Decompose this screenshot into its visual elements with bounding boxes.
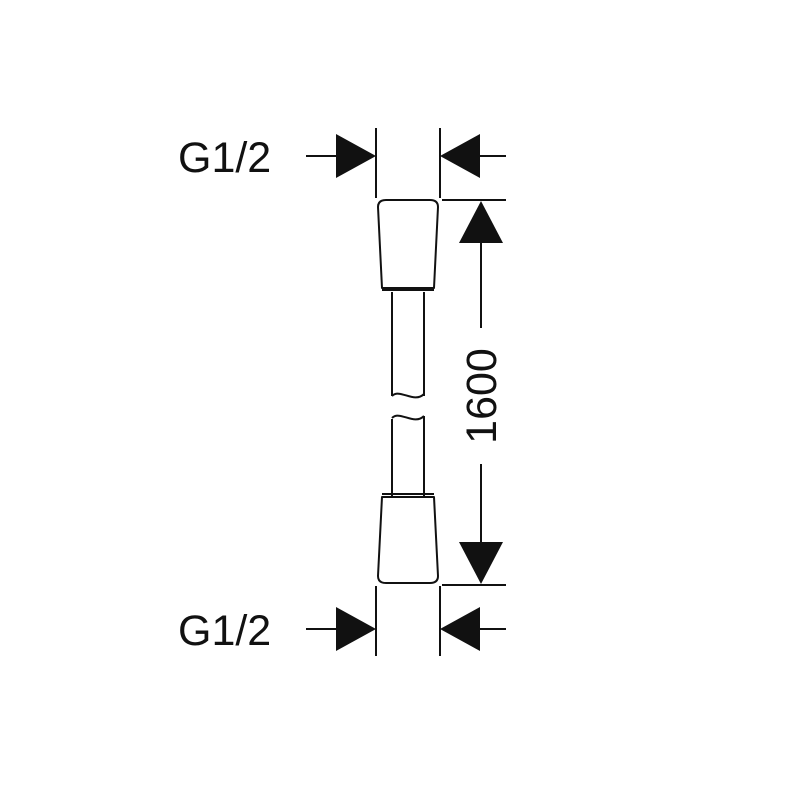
bottom-thread-label: G1/2 — [178, 607, 271, 655]
lower-break-line — [391, 414, 425, 421]
length-label: 1600 — [458, 348, 506, 444]
length-arrow-down-icon — [459, 542, 503, 584]
length-dimension: 1600 — [442, 199, 506, 586]
top-arrow-right-icon — [440, 134, 480, 178]
top-fitting — [377, 199, 439, 289]
length-arrow-up-icon — [459, 201, 503, 243]
top-thread-dimension: G1/2 — [178, 128, 506, 198]
bottom-fitting — [377, 496, 439, 584]
upper-break-line — [391, 392, 425, 399]
top-arrow-left-icon — [336, 134, 376, 178]
bottom-thread-dimension: G1/2 — [178, 586, 506, 656]
bottom-arrow-left-icon — [336, 607, 376, 651]
top-thread-label: G1/2 — [178, 134, 271, 182]
hose — [377, 199, 439, 584]
bottom-arrow-right-icon — [440, 607, 480, 651]
